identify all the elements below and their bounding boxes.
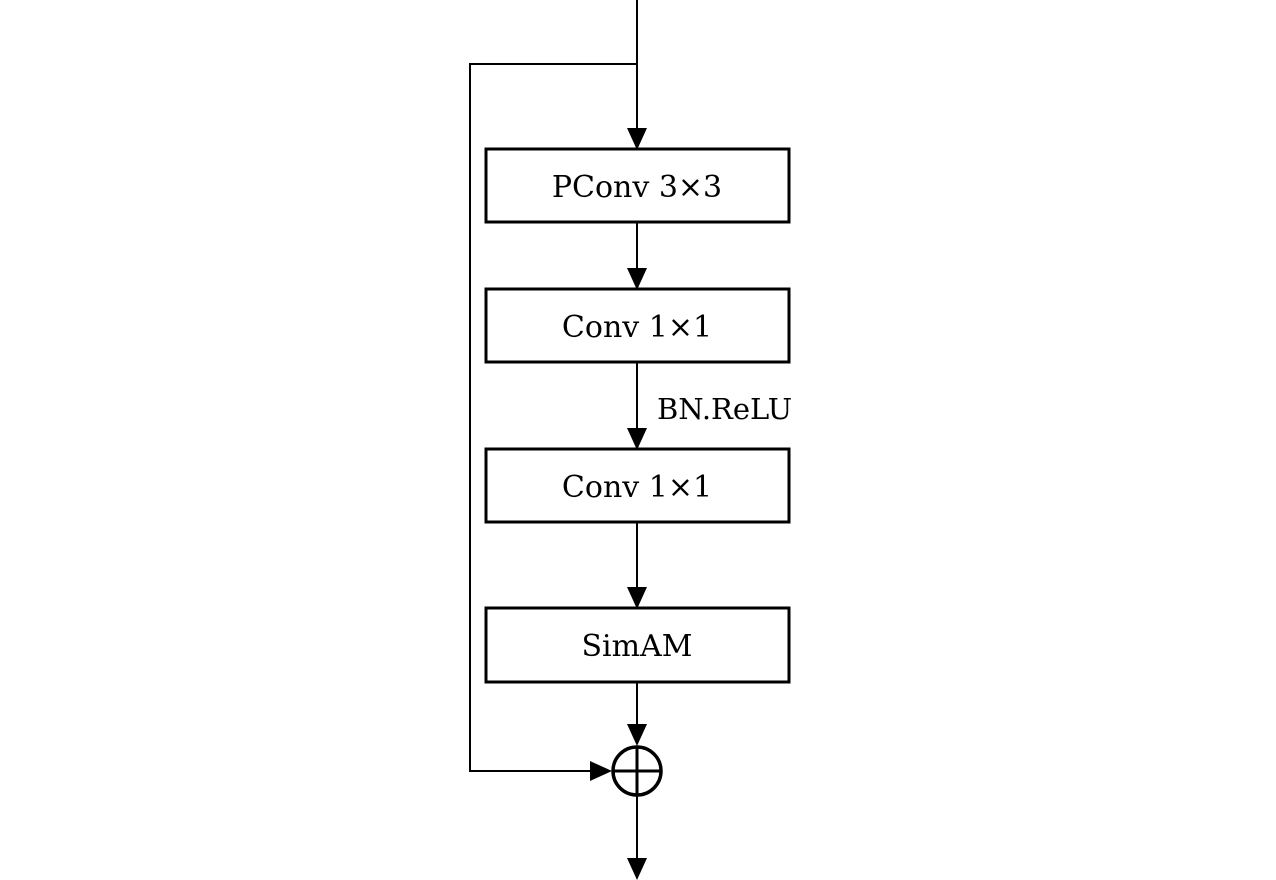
conv1-box bbox=[484, 287, 791, 364]
bn-relu-label: BN.ReLU bbox=[657, 392, 792, 426]
simam-box bbox=[484, 606, 791, 684]
conv2-box bbox=[484, 447, 791, 524]
conv1-label: Conv 1×1 bbox=[562, 310, 712, 345]
arrowhead-output bbox=[627, 858, 647, 880]
arrowhead-into-simam bbox=[627, 587, 647, 609]
conv2-label: Conv 1×1 bbox=[562, 470, 712, 505]
arrowhead-into-conv2 bbox=[627, 428, 647, 450]
sum-node bbox=[611, 745, 663, 797]
pconv-block: PConv 3×3 bbox=[484, 147, 791, 224]
arrowhead-into-sum bbox=[627, 724, 647, 746]
arrowhead-into-conv1 bbox=[627, 268, 647, 290]
pconv-box bbox=[484, 147, 791, 224]
skip-connection-line bbox=[469, 63, 637, 772]
simam-label: SimAM bbox=[582, 629, 693, 664]
simam-block: SimAM bbox=[484, 606, 791, 684]
conv2-block: Conv 1×1 bbox=[484, 447, 791, 524]
arrowhead-skip-into-sum bbox=[590, 761, 612, 781]
pconv-label: PConv 3×3 bbox=[552, 170, 722, 205]
conv1-block: Conv 1×1 bbox=[484, 287, 791, 364]
arrowhead-into-pconv bbox=[627, 128, 647, 150]
